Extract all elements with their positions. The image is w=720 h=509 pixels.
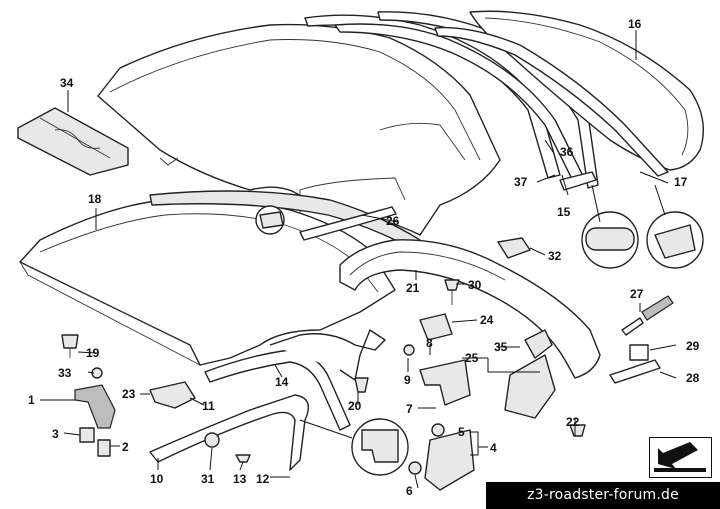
callout-24: 24 [480,313,494,327]
callout-30: 30 [468,278,482,292]
callout-8: 8 [426,336,433,350]
soft-top-cover [97,23,501,236]
detail-circle-seam [255,205,285,235]
latch-bracket [74,384,116,457]
callout-4: 4 [490,441,497,455]
callout-34: 34 [60,76,74,90]
tool-kit [609,295,674,384]
callout-28: 28 [686,371,700,385]
callout-33: 33 [58,366,72,380]
callout-29: 29 [686,339,700,353]
callout-32: 32 [548,249,562,263]
callout-5: 5 [458,425,465,439]
callout-19: 19 [86,346,100,360]
side-rail [149,329,386,471]
callout-1: 1 [28,393,35,407]
callout-9: 9 [404,373,411,387]
callout-35: 35 [494,340,508,354]
rear-window [434,10,705,177]
arrow-down-left-icon [654,442,706,472]
callout-20: 20 [348,399,362,413]
callout-3: 3 [52,427,59,441]
callout-26: 26 [386,214,400,228]
callout-11: 11 [202,399,215,413]
wedge-32 [497,237,531,259]
trim-strip-26 [299,206,397,241]
callout-27: 27 [630,287,644,301]
callout-6: 6 [406,484,413,498]
callout-14: 14 [275,375,289,389]
callout-23: 23 [122,387,136,401]
callout-labels: 34 18 16 17 36 37 15 26 32 21 30 24 8 35… [28,17,700,498]
callout-15: 15 [557,205,571,219]
callout-21: 21 [406,281,420,295]
callout-17: 17 [674,175,688,189]
callout-36: 36 [560,145,574,159]
detail-circle-clip [581,211,639,269]
callout-25: 25 [465,351,479,365]
callout-13: 13 [233,472,247,486]
leader-lines [40,30,677,489]
detail-circle-edge [646,211,704,269]
callout-12: 12 [256,472,270,486]
callout-7: 7 [406,402,413,416]
detail-circle-profile [351,418,409,476]
callout-16: 16 [628,17,642,31]
callout-37: 37 [514,175,528,189]
cover-pad-34 [17,107,129,176]
callout-18: 18 [88,192,102,206]
watermark: z3-roadster-forum.de [486,482,720,509]
callout-31: 31 [201,472,215,486]
fasteners [61,279,586,463]
callout-22: 22 [566,415,580,429]
hinge-assembly [408,313,556,491]
next-page-arrow-box[interactable] [649,437,712,478]
callout-10: 10 [150,472,164,486]
rear-bow-21 [339,239,601,379]
callout-2: 2 [122,440,129,454]
bracket-23 [149,381,196,409]
